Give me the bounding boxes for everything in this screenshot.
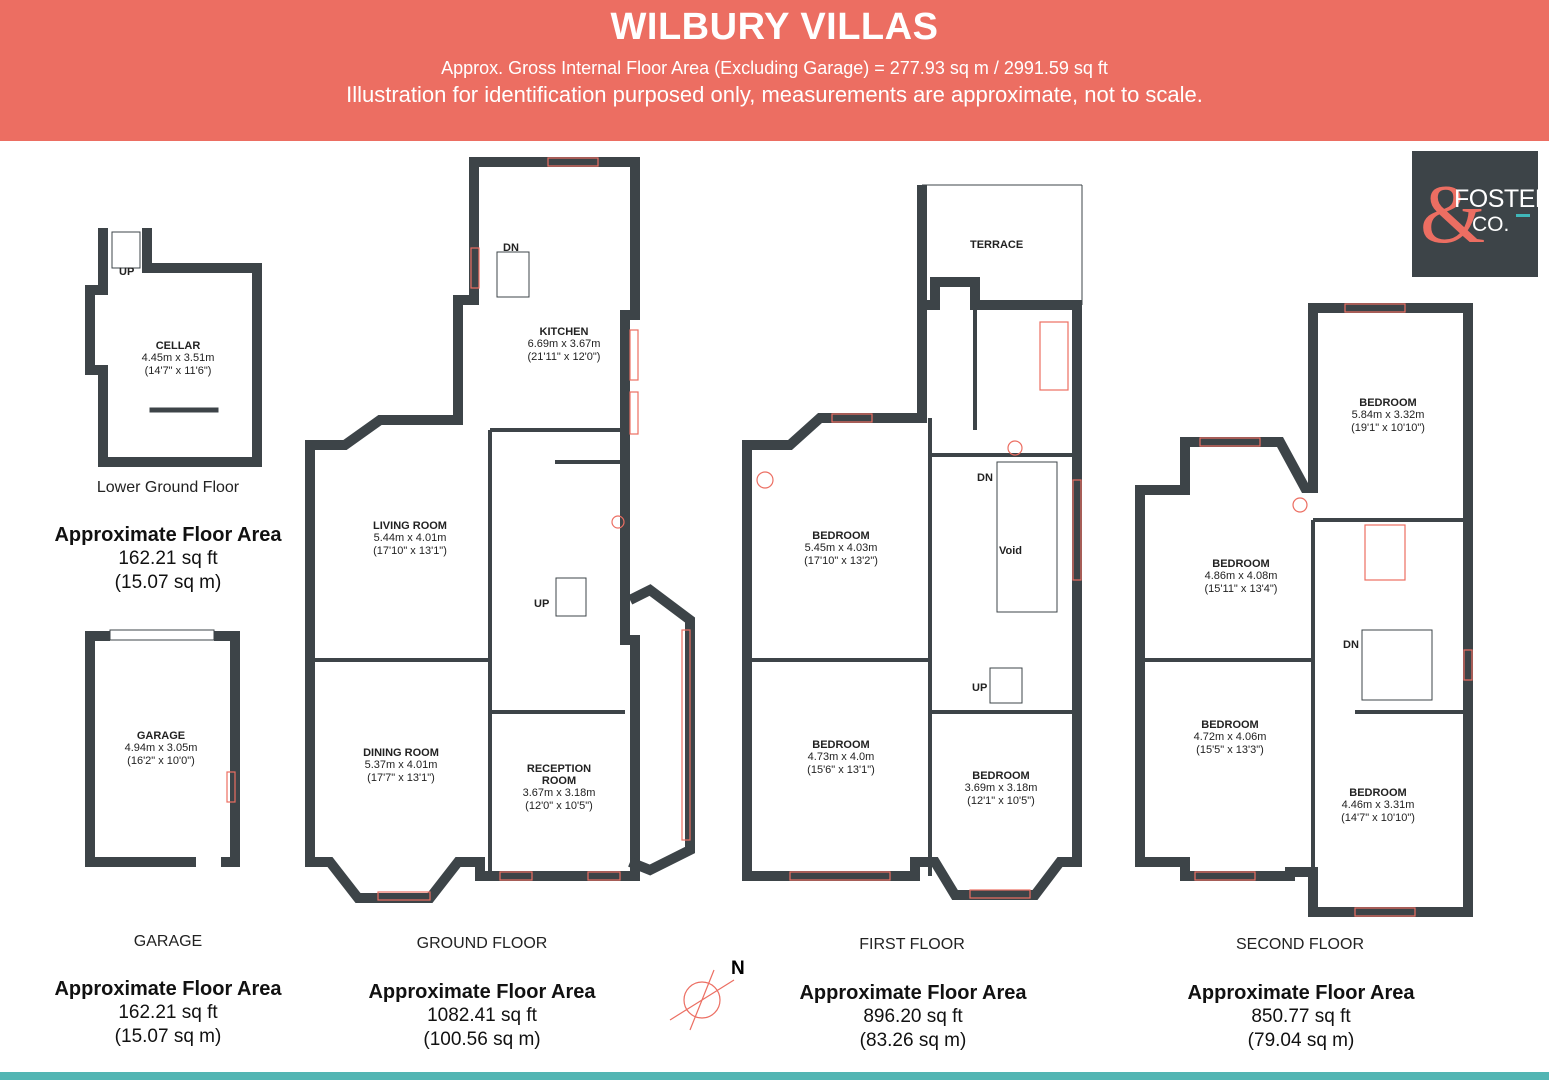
footer-accent-bar [0, 1072, 1549, 1080]
up-label: UP [972, 682, 988, 694]
garage-walls [85, 631, 240, 867]
compass-rose [669, 969, 735, 1031]
terrace-label: TERRACE [970, 239, 1024, 251]
floor-label-second: SECOND FLOOR [1235, 936, 1364, 953]
up-label: UP [534, 598, 550, 610]
logo-accent-bar [1516, 214, 1530, 217]
dn-label: DN [977, 472, 993, 484]
first-floor-walls [742, 185, 1082, 900]
page-title: WILBURY VILLAS [610, 6, 939, 48]
header-banner: WILBURY VILLAS Approx. Gross Internal Fl… [0, 0, 1549, 141]
disclaimer: Illustration for identification purposed… [346, 82, 1203, 107]
compass-north-label: N [731, 958, 745, 979]
logo-foster: FOSTER [1454, 185, 1549, 213]
void-label: Void [999, 545, 1023, 557]
cellar-walls [85, 228, 262, 467]
up-label: UP [119, 266, 135, 278]
logo-co: CO. [1472, 213, 1510, 236]
floor-label-lower-ground: Lower Ground Floor [96, 479, 240, 496]
logo-ampersand: & [1420, 168, 1486, 261]
floor-label-garage: GARAGE [133, 933, 203, 950]
dn-label: DN [503, 242, 519, 254]
floor-label-first: FIRST FLOOR [859, 936, 965, 953]
foster-co-logo: & FOSTER CO. [1412, 151, 1549, 277]
dn-label: DN [1343, 639, 1359, 651]
second-floor-walls [1135, 303, 1473, 917]
floor-area-summary: Approx. Gross Internal Floor Area (Exclu… [441, 58, 1108, 78]
floor-label-ground: GROUND FLOOR [416, 935, 548, 952]
